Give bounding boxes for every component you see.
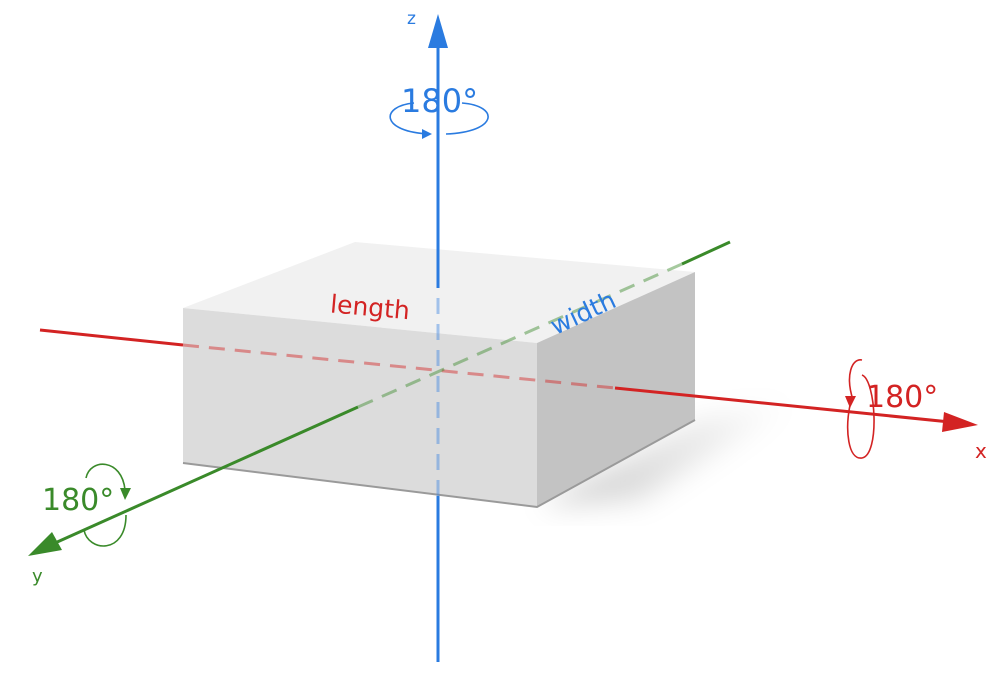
box-front-face	[183, 308, 537, 507]
box-top-face	[183, 242, 695, 343]
y-axis-back	[681, 240, 731, 266]
z-axis-label: z	[407, 9, 416, 29]
x-axis-left	[39, 328, 184, 347]
x-axis-label: x	[975, 439, 987, 463]
x-rotation-arrow-icon	[845, 359, 875, 459]
y-axis-front	[54, 405, 359, 545]
x-axis-right	[614, 386, 951, 424]
z-rotation-label: 180°	[401, 82, 478, 120]
box-bottom-edge	[182, 419, 696, 509]
length-label: length	[329, 289, 411, 325]
y-axis-hidden	[357, 262, 683, 409]
y-rotation-arrow-icon	[83, 463, 131, 547]
y-axis-label: y	[32, 566, 43, 587]
x-arrowhead	[942, 412, 978, 432]
y-arrowhead	[28, 532, 62, 556]
y-rotation-label: 180°	[42, 483, 114, 518]
z-rotation-arrow-icon	[389, 102, 489, 139]
x-axis-hidden	[182, 343, 616, 390]
box-shadow	[540, 400, 800, 505]
z-arrowhead	[428, 14, 448, 48]
x-rotation-label: 180°	[866, 380, 938, 415]
